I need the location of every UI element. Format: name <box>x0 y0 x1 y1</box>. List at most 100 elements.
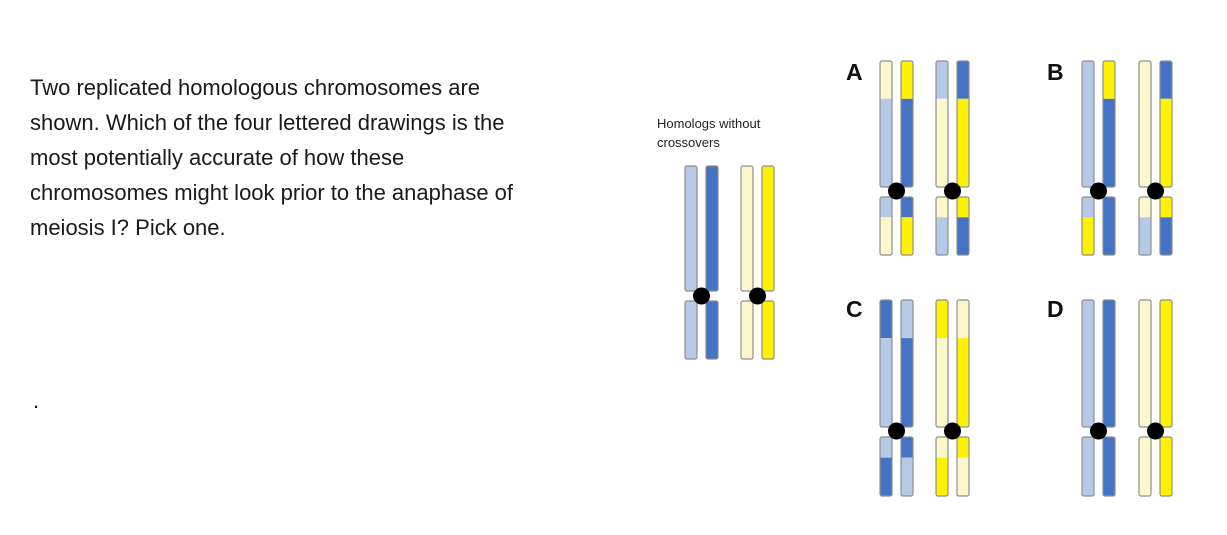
option-c <box>879 299 970 497</box>
centromere <box>944 182 961 200</box>
option-b <box>1081 60 1173 256</box>
question-line: most potentially accurate of how these <box>30 145 405 170</box>
chromatid-top-arm-band <box>1082 61 1094 187</box>
option-a <box>879 60 970 256</box>
chromatid-bottom-arm-outline <box>1159 196 1173 256</box>
chromatid-bottom-arm-outline <box>935 436 949 497</box>
question-line: shown. Which of the four lettered drawin… <box>30 110 505 135</box>
chromatid-bottom-arm-band <box>1103 197 1115 255</box>
chromatid-top-arm-outline <box>740 165 754 292</box>
chromatid-top-arm-outline <box>1138 299 1152 428</box>
chromatid-bottom-arm-band <box>957 197 969 218</box>
chromatid-top-arm-outline <box>684 165 698 292</box>
chromatid-top-arm-outline <box>1138 60 1152 188</box>
centromere <box>1147 422 1164 440</box>
chromatid-top-arm-band <box>901 98 913 187</box>
chromatid-top-arm-band <box>957 98 969 187</box>
chromatid-top-arm-outline <box>935 299 949 428</box>
chromatid-bottom-arm-band <box>901 197 913 218</box>
question-line: chromosomes might look prior to the anap… <box>30 180 514 205</box>
chromatid-top-arm-outline <box>935 60 949 188</box>
chromatid-bottom-arm-band <box>1160 197 1172 218</box>
chromatid-bottom-arm-outline <box>956 436 970 497</box>
homologs-without-crossovers <box>684 165 775 360</box>
centromere <box>693 287 710 305</box>
chromatid-top-arm-band <box>1082 300 1094 427</box>
chromatid-bottom-arm-band <box>901 217 913 255</box>
question-text: Two replicated homologous chromosomes ar… <box>30 70 630 245</box>
chromatid-bottom-arm-band <box>1103 437 1115 496</box>
trailing-period: . <box>33 388 40 413</box>
chromatid-bottom-arm-band <box>936 217 948 255</box>
chromatid-top-arm-band <box>936 98 948 187</box>
chromatid-bottom-arm-band <box>880 197 892 218</box>
chromatid-top-arm-band <box>1160 300 1172 427</box>
chromatid-bottom-arm-outline <box>1159 436 1173 497</box>
chromatid-bottom-arm-band <box>901 457 913 496</box>
chromatid-bottom-arm-outline <box>879 196 893 256</box>
chromatid-bottom-arm-outline <box>705 300 719 360</box>
chromatid-top-arm-band <box>880 61 892 99</box>
chromatid-top-arm-band <box>1103 300 1115 427</box>
homologs-caption: Homologs without crossovers <box>657 114 807 152</box>
chromatid-top-arm-band <box>936 338 948 427</box>
centromere <box>1147 182 1164 200</box>
chromatid-bottom-arm-band <box>1082 197 1094 218</box>
chromatid-bottom-arm-outline <box>1138 436 1152 497</box>
centromere <box>944 422 961 440</box>
chromatid-top-arm-outline <box>1159 60 1173 188</box>
chromatid-bottom-arm-band <box>957 437 969 458</box>
option-c-label[interactable]: C <box>846 296 863 322</box>
chromatid-bottom-arm-outline <box>1102 436 1116 497</box>
chromatid-bottom-arm-band <box>741 301 753 359</box>
chromatid-bottom-arm-outline <box>935 196 949 256</box>
chromatid-bottom-arm-band <box>1160 437 1172 496</box>
chromatid-top-arm-band <box>957 300 969 339</box>
chromatid-top-arm-outline <box>879 60 893 188</box>
chromatid-bottom-arm-band <box>685 301 697 359</box>
chromatid-top-arm-band <box>880 338 892 427</box>
chromatid-top-arm-band <box>880 98 892 187</box>
chromatid-bottom-arm-band <box>957 217 969 255</box>
chromatid-bottom-arm-outline <box>1138 196 1152 256</box>
chromatid-top-arm-outline <box>956 299 970 428</box>
chromatid-bottom-arm-band <box>1139 437 1151 496</box>
question-line: meiosis I? Pick one. <box>30 215 226 240</box>
centromere <box>1090 182 1107 200</box>
chromatid-top-arm-band <box>1139 61 1151 187</box>
chromatid-bottom-arm-band <box>706 301 718 359</box>
chromatid-bottom-arm-band <box>1139 217 1151 255</box>
centromere <box>888 182 905 200</box>
chromatid-bottom-arm-outline <box>1081 196 1095 256</box>
chromatid-top-arm-outline <box>1081 299 1095 428</box>
chromatid-bottom-arm-band <box>1160 217 1172 255</box>
chromatid-bottom-arm-band <box>936 197 948 218</box>
chromatid-top-arm-band <box>901 300 913 339</box>
chromatid-bottom-arm-outline <box>1102 196 1116 256</box>
chromatid-top-arm-outline <box>705 165 719 292</box>
option-d-label[interactable]: D <box>1047 296 1064 322</box>
chromatid-bottom-arm-outline <box>684 300 698 360</box>
chromatid-top-arm-band <box>901 338 913 427</box>
option-a-label[interactable]: A <box>846 59 863 85</box>
chromatid-bottom-arm-band <box>880 217 892 255</box>
chromatid-top-arm-band <box>1160 98 1172 187</box>
chromatid-bottom-arm-band <box>936 457 948 496</box>
chromatid-top-arm-band <box>957 338 969 427</box>
chromatid-top-arm-band <box>762 166 774 291</box>
chromatid-bottom-arm-outline <box>740 300 754 360</box>
chromatid-top-arm-band <box>936 300 948 339</box>
chromatid-bottom-arm-band <box>1082 217 1094 255</box>
chromatid-top-arm-outline <box>900 60 914 188</box>
chromatid-top-arm-outline <box>1159 299 1173 428</box>
chromatid-bottom-arm-band <box>957 457 969 496</box>
centromere <box>749 287 766 305</box>
centromere <box>888 422 905 440</box>
chromatid-bottom-arm-band <box>1082 437 1094 496</box>
option-b-label[interactable]: B <box>1047 59 1064 85</box>
caption-line: crossovers <box>657 135 720 150</box>
chromatid-bottom-arm-band <box>936 437 948 458</box>
chromatid-bottom-arm-band <box>1139 197 1151 218</box>
chromatid-bottom-arm-outline <box>900 436 914 497</box>
